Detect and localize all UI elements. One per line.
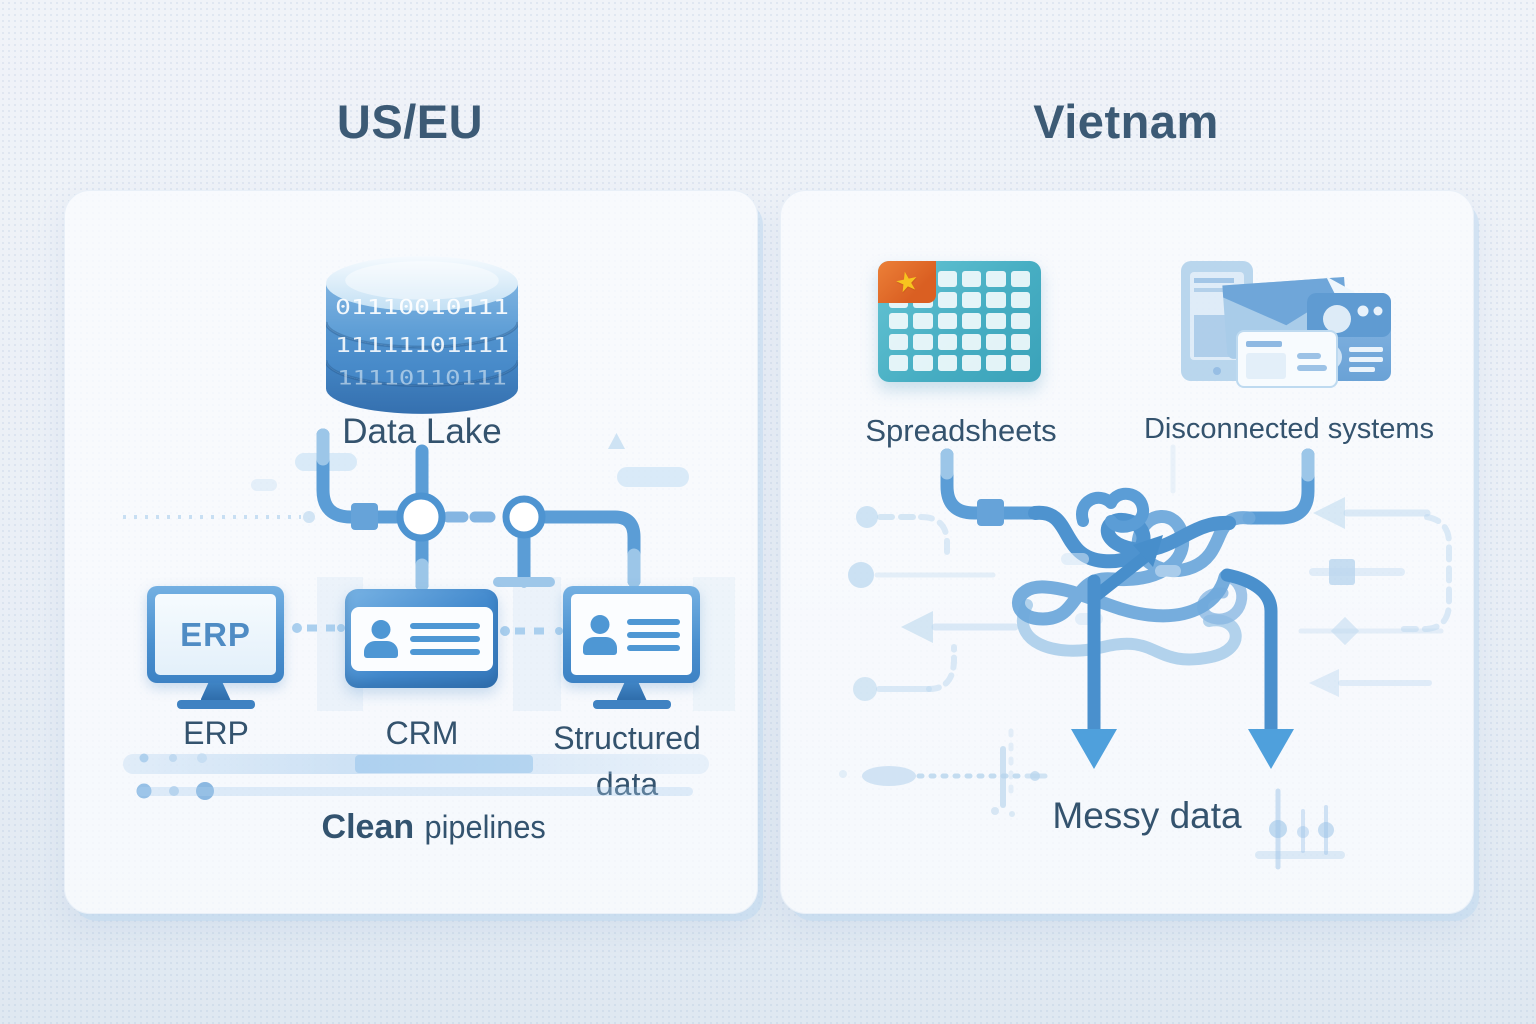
crm-card-icon	[345, 589, 498, 688]
monitor-screen	[571, 594, 692, 675]
vietnam-panel: ★	[780, 190, 1474, 914]
left-title: US/EU	[336, 95, 484, 148]
erp-monitor-icon: ERP	[147, 586, 284, 709]
structured-data-monitor-icon	[563, 586, 700, 709]
monitor-base	[176, 700, 255, 709]
binary-row: 11111101111	[335, 333, 509, 357]
down-arrow-icon	[1071, 574, 1117, 769]
paper-card-icon	[1236, 330, 1338, 388]
monitor-stand	[200, 683, 231, 700]
caption-lead: Clean	[321, 808, 415, 846]
dash-dot-connectors	[292, 623, 563, 636]
us-eu-panel: 01110010111 11111101111 11110110111 Data…	[64, 190, 758, 914]
messy-data-caption: Messy data	[1052, 795, 1242, 836]
pipe-junction-square	[977, 499, 1004, 526]
source-pipe-highlights	[940, 448, 1315, 482]
binary-row: 01110010111	[335, 295, 509, 319]
ghost-decorations-right	[1298, 497, 1452, 697]
person-icon	[363, 620, 398, 658]
erp-label: ERP	[183, 715, 249, 751]
pipe-highlights	[316, 428, 641, 592]
disconnected-systems-label: Disconnected systems	[1143, 413, 1435, 445]
vietnam-flag-icon: ★	[878, 261, 936, 303]
disconnected-devices-icon	[1181, 261, 1391, 388]
pipe-junction-square	[351, 503, 378, 530]
erp-screen-text: ERP	[180, 615, 251, 653]
ghost-pipeline-bar-thin	[137, 787, 693, 796]
pipeline-node	[502, 495, 546, 539]
monitor-frame: ERP	[147, 586, 284, 683]
crm-label: CRM	[385, 715, 459, 751]
ghost-bar-bottom-left	[839, 746, 1048, 817]
ghost-pipeline-bar	[123, 754, 709, 774]
monitor-frame	[563, 586, 700, 683]
ghost-decorations-left	[848, 444, 1176, 802]
monitor-base	[592, 700, 671, 709]
person-icon	[583, 615, 617, 655]
contact-card	[350, 606, 493, 671]
tangle-knot	[1012, 488, 1256, 666]
cloud-blob	[251, 479, 277, 491]
text-lines-icon	[409, 622, 480, 655]
right-title: Vietnam	[1033, 95, 1219, 148]
messy-pipeline-tangle	[839, 444, 1452, 870]
text-lines-icon	[627, 618, 680, 651]
pipeline-node	[396, 492, 446, 542]
data-lake-icon: 01110010111 11111101111 11110110111	[326, 256, 518, 414]
monitor-screen: ERP	[155, 594, 276, 675]
down-arrow-icon	[1220, 568, 1294, 769]
binary-row: 11110110111	[337, 367, 507, 390]
caption-tail: pipelines	[424, 809, 546, 845]
spreadsheet-icon: ★	[878, 261, 1041, 382]
monitor-stand	[616, 683, 647, 700]
spreadsheets-label: Spreadsheets	[865, 413, 1057, 448]
cloud-blob	[617, 467, 689, 487]
up-right-arrow-icon	[1091, 535, 1163, 601]
ghost-circuit-bottom-right	[1255, 788, 1345, 870]
